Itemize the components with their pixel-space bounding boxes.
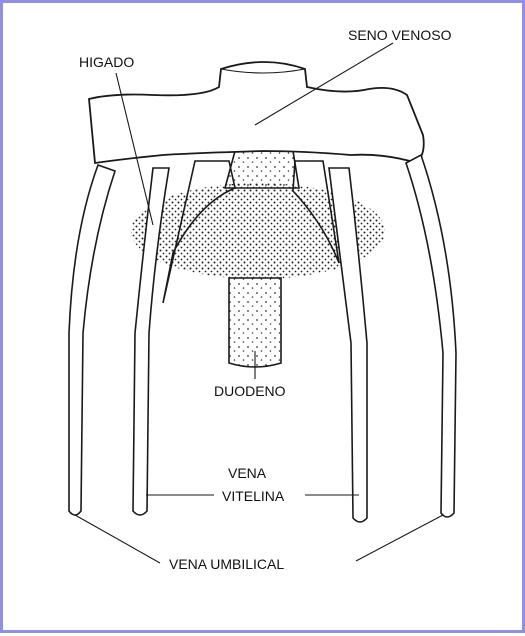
duodeno-shape xyxy=(225,151,299,188)
leader-umbilical-left xyxy=(75,515,160,563)
label-seno-venoso: SENO VENOSO xyxy=(348,27,452,43)
vena-umbilical-left xyxy=(69,165,115,515)
label-vena-umbilical: VENA UMBILICAL xyxy=(169,556,284,572)
label-duodeno: DUODENO xyxy=(214,383,286,399)
embryo-venous-diagram: SENO VENOSO HIGADO DUODENO VENA VITELINA… xyxy=(3,3,525,636)
vena-umbilical-right xyxy=(406,155,456,517)
seno-venoso-shape xyxy=(89,62,424,163)
leader-umbilical-right xyxy=(356,515,443,561)
label-higado: HIGADO xyxy=(79,54,134,70)
label-vena-vitelina-line1: VENA xyxy=(228,465,267,481)
label-vena-vitelina-line2: VITELINA xyxy=(222,488,285,504)
